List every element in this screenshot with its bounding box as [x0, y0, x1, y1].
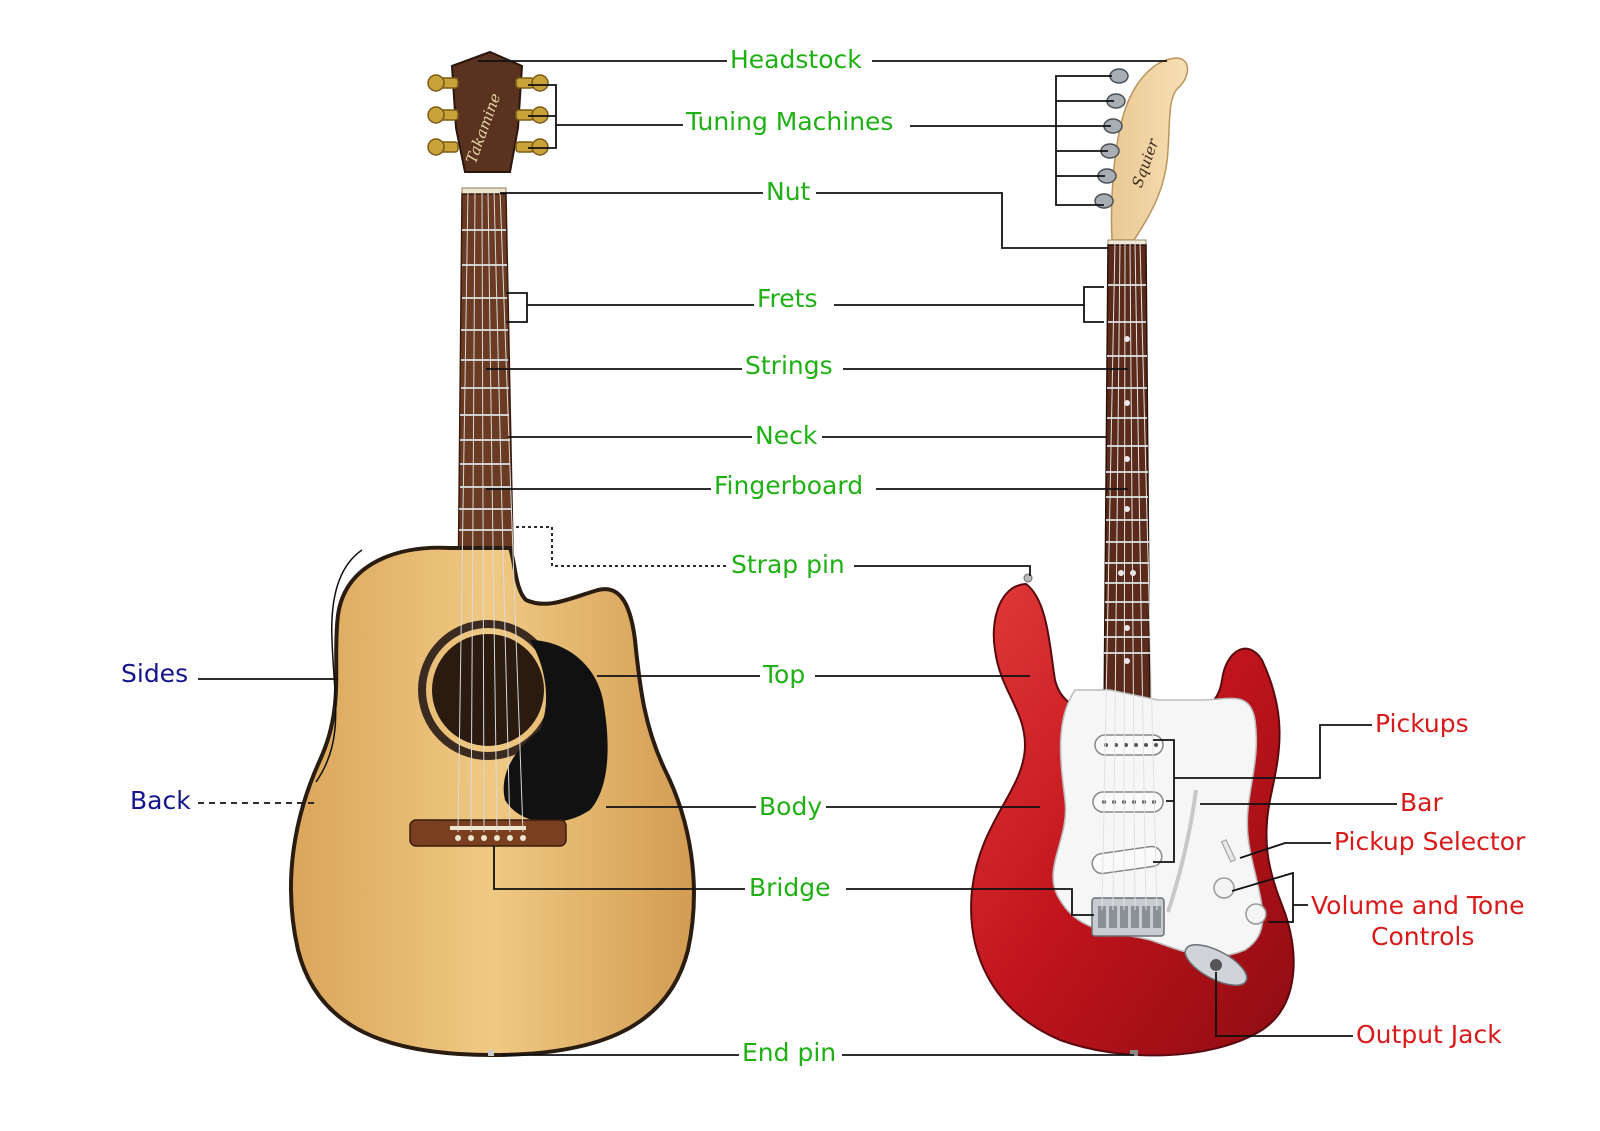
label-fingerboard: Fingerboard: [711, 471, 866, 501]
electric-neck: [1104, 245, 1150, 720]
label-pickups: Pickups: [1372, 709, 1472, 739]
label-nut: Nut: [763, 177, 813, 207]
label-volume-tone-line1: Volume and Tone: [1308, 891, 1527, 921]
electric-guitar: Squier: [971, 58, 1294, 1056]
label-strap-pin: Strap pin: [728, 550, 848, 580]
label-bridge: Bridge: [746, 873, 834, 903]
label-pickup-selector: Pickup Selector: [1331, 827, 1528, 857]
acoustic-neck: [458, 194, 514, 600]
label-headstock: Headstock: [727, 45, 865, 75]
label-neck: Neck: [752, 421, 820, 451]
label-body: Body: [756, 792, 825, 822]
label-volume-tone-line2: Controls: [1368, 922, 1477, 952]
label-end-pin: End pin: [739, 1038, 839, 1068]
label-top: Top: [760, 660, 808, 690]
acoustic-bridge: [410, 820, 566, 846]
label-output-jack: Output Jack: [1353, 1020, 1505, 1050]
label-sides: Sides: [118, 659, 191, 689]
acoustic-soundhole: [432, 634, 544, 746]
acoustic-nut: [462, 188, 506, 194]
label-tuning-machines: Tuning Machines: [683, 107, 896, 137]
acoustic-end-pin: [488, 1050, 494, 1056]
label-frets: Frets: [754, 284, 821, 314]
acoustic-guitar: Takamine: [291, 52, 694, 1056]
label-strings: Strings: [742, 351, 836, 381]
label-bar: Bar: [1397, 788, 1446, 818]
label-back: Back: [127, 786, 194, 816]
